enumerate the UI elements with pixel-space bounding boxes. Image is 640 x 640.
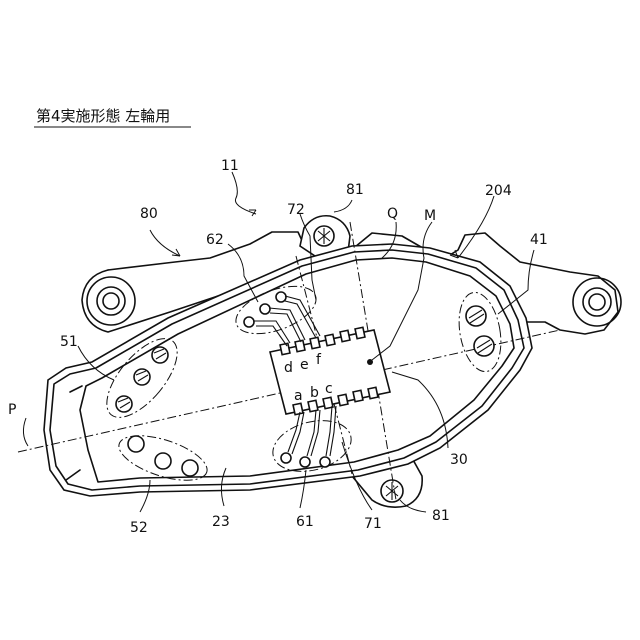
left-boss-hole [103,293,119,309]
figure-title: 第4実施形態 左輪用 [36,107,170,125]
label-80: 80 [140,206,158,222]
pin-label-c: c [325,381,333,397]
label-41: 41 [530,232,548,248]
left-boss-inner [97,287,125,315]
label-72: 72 [287,202,305,218]
right-boss-inner [583,288,611,316]
label-Q: Q [387,206,398,222]
label-23: 23 [212,514,230,530]
label-62: 62 [206,232,224,248]
label-M: M [424,208,436,224]
label-51: 51 [60,334,78,350]
label-30: 30 [450,452,468,468]
label-52: 52 [130,520,148,536]
label-204: 204 [485,183,512,199]
right-boss-hole [589,294,605,310]
pin-label-a: a [294,388,303,404]
label-11: 11 [221,158,239,174]
pin-label-e: e [300,357,309,373]
label-71: 71 [364,516,382,532]
left-boss-outer [87,277,135,325]
label-81-top: 81 [346,182,364,198]
pin-label-b: b [310,385,319,401]
label-P: P [8,402,16,418]
label-61: 61 [296,514,314,530]
label-81-bottom: 81 [432,508,450,524]
right-boss-outer [573,278,621,326]
pin-label-d: d [284,360,293,376]
